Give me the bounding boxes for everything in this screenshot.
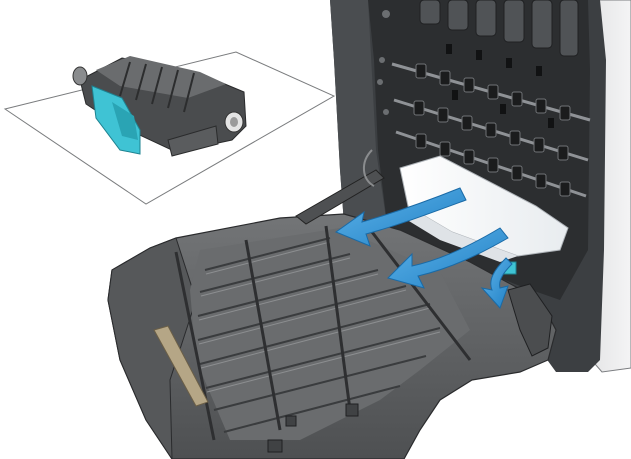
duplexer-unit-icon xyxy=(72,56,247,157)
pull-direction-arrow-icon xyxy=(334,187,513,309)
inset-illustration xyxy=(3,51,336,205)
duplexer-door xyxy=(107,149,557,459)
door-label xyxy=(153,325,209,407)
